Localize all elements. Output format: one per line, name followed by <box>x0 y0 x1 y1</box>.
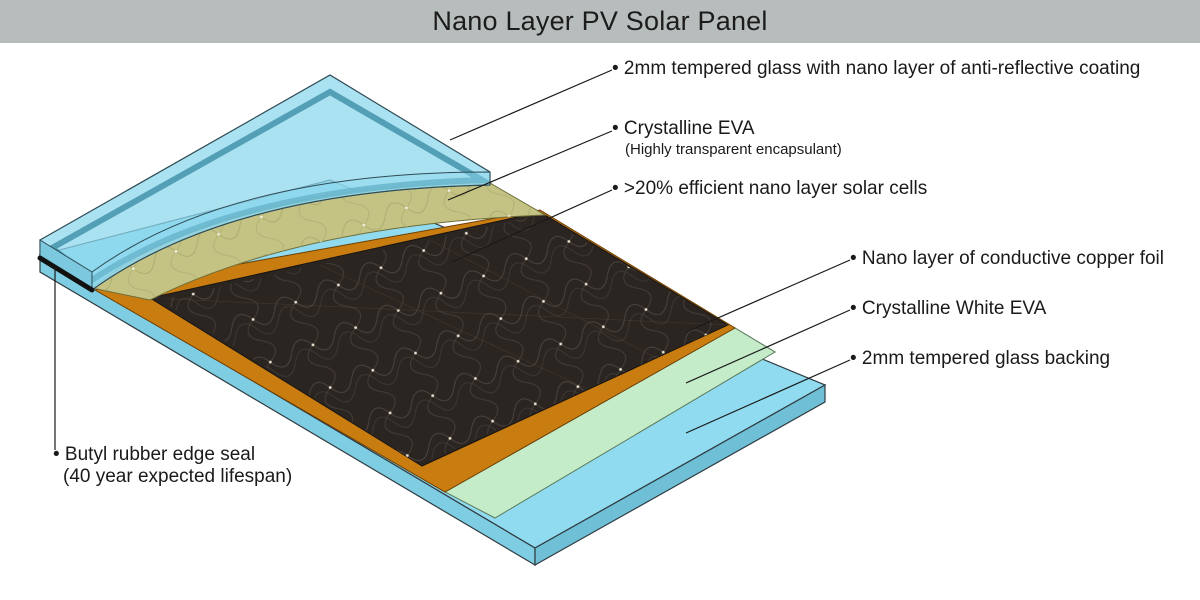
title-bar: Nano Layer PV Solar Panel <box>0 0 1200 43</box>
leader-top-glass <box>449 69 613 141</box>
leader-copper-foil <box>685 259 851 333</box>
label-white-eva: • Crystalline White EVA <box>850 298 1046 320</box>
label-crystalline-eva-sub: (Highly transparent encapsulant) <box>625 141 842 158</box>
edge-seal-strip <box>37 255 95 293</box>
label-solar-cells-text: • >20% efficient nano layer solar cells <box>612 178 928 199</box>
label-glass-backing-text: • 2mm tempered glass backing <box>850 348 1111 369</box>
leader-lines <box>54 69 851 450</box>
leader-crystalline-eva <box>447 130 613 201</box>
label-crystalline-eva-text: • Crystalline EVA <box>612 118 755 139</box>
label-top-glass: • 2mm tempered glass with nano layer of … <box>612 58 1140 80</box>
leader-glass-backing <box>685 359 851 434</box>
label-solar-cells: • >20% efficient nano layer solar cells <box>612 178 927 200</box>
label-copper-foil: • Nano layer of conductive copper foil <box>850 248 1164 270</box>
leader-solar-cells <box>451 189 613 263</box>
top-glass-layer <box>39 74 493 291</box>
leader-white-eva <box>685 309 851 384</box>
label-copper-foil-text: • Nano layer of conductive copper foil <box>850 248 1164 269</box>
label-crystalline-eva: • Crystalline EVA (Highly transparent en… <box>612 118 842 159</box>
label-edge-seal-sub: (40 year expected lifespan) <box>63 466 293 487</box>
label-edge-seal-text: • Butyl rubber edge seal <box>53 444 256 465</box>
label-glass-backing: • 2mm tempered glass backing <box>850 348 1110 370</box>
label-edge-seal: • Butyl rubber edge seal (40 year expect… <box>53 444 292 488</box>
label-top-glass-text: • 2mm tempered glass with nano layer of … <box>612 58 1141 79</box>
page-title: Nano Layer PV Solar Panel <box>432 6 768 36</box>
label-white-eva-text: • Crystalline White EVA <box>850 298 1047 319</box>
